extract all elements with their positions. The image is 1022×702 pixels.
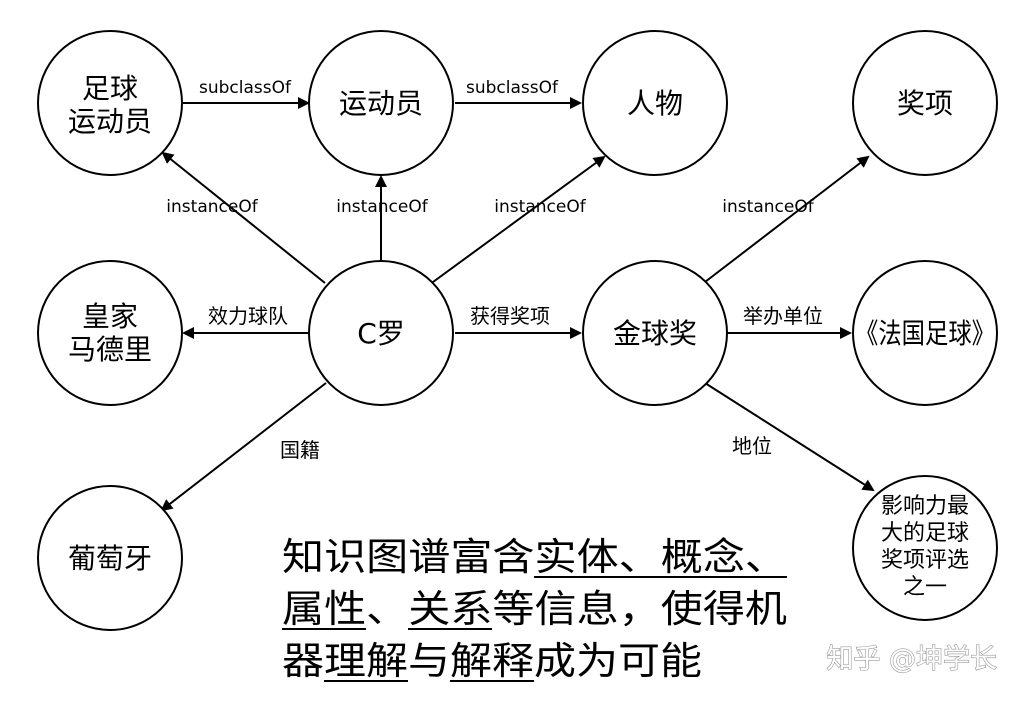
node-football-player [37, 30, 183, 176]
node-label-award: 奖项 [897, 87, 953, 120]
node-label-person: 人物 [627, 87, 683, 120]
node-label-influence-4: 之一 [903, 575, 947, 600]
caption-line-2: 属性、关系等信息，使得机 [282, 587, 787, 631]
edge-label-status: 地位 [732, 434, 772, 458]
node-label-portugal: 葡萄牙 [68, 542, 152, 575]
node-label-c-ronaldo: C罗 [357, 317, 405, 350]
edge-status [704, 382, 875, 492]
node-label-influence-2: 大的足球 [881, 521, 969, 546]
caption-line-1: 知识图谱富含实体、概念、 [282, 535, 787, 579]
caption-underlines [282, 576, 787, 682]
edge-label-instance-1: instanceOf [166, 197, 258, 217]
edge-label-plays-for: 效力球队 [208, 304, 288, 328]
nodes [37, 30, 998, 631]
edge-label-won-award: 获得奖项 [470, 304, 550, 328]
edge-label-organizer: 举办单位 [743, 304, 823, 328]
edge-label-instance-2: instanceOf [336, 197, 428, 217]
watermark-text: 知乎 @坤学长 [826, 644, 997, 675]
node-award [852, 30, 998, 176]
node-label-real-madrid-2: 马德里 [68, 333, 152, 366]
node-person [582, 30, 728, 176]
node-france-football [852, 260, 998, 406]
edge-instance-cr-to-person [432, 155, 606, 283]
node-label-athlete: 运动员 [339, 87, 423, 120]
node-label-football-player-2: 运动员 [68, 105, 152, 138]
node-real-madrid [37, 260, 183, 406]
edge-nationality [160, 382, 327, 512]
node-portugal [37, 485, 183, 631]
node-label-ballon-dor: 金球奖 [613, 317, 697, 350]
node-label-real-madrid-1: 皇家 [82, 300, 138, 333]
edge-label-instance-3: instanceOf [494, 197, 586, 217]
node-label-football-player-1: 足球 [82, 72, 138, 105]
caption: 知识图谱富含实体、概念、 属性、关系等信息，使得机 器理解与解释成为可能 [282, 535, 787, 683]
edge-label-subclass-2: subclassOf [466, 78, 559, 98]
node-athlete [308, 30, 454, 176]
node-label-influence-1: 影响力最 [881, 494, 969, 519]
edge-label-instance-4: instanceOf [722, 197, 814, 217]
node-label-influence-3: 奖项评选 [881, 548, 969, 573]
node-labels: 足球 运动员 运动员 人物 奖项 皇家 马德里 C罗 金球奖 《法国足球》 葡萄… [68, 72, 995, 600]
node-ballon-dor [582, 260, 728, 406]
edge-label-nationality: 国籍 [280, 438, 320, 462]
node-c-ronaldo [308, 260, 454, 406]
edge-instance-ballon-to-award [704, 155, 870, 283]
edge-instance-cr-to-football [161, 151, 326, 284]
edge-labels: subclassOf subclassOf instanceOf instanc… [166, 78, 823, 462]
node-influence [852, 475, 998, 621]
node-label-france-football: 《法国足球》 [855, 317, 995, 350]
caption-line-3: 器理解与解释成为可能 [282, 639, 702, 683]
edges [160, 97, 875, 512]
edge-label-subclass-1: subclassOf [199, 78, 292, 98]
